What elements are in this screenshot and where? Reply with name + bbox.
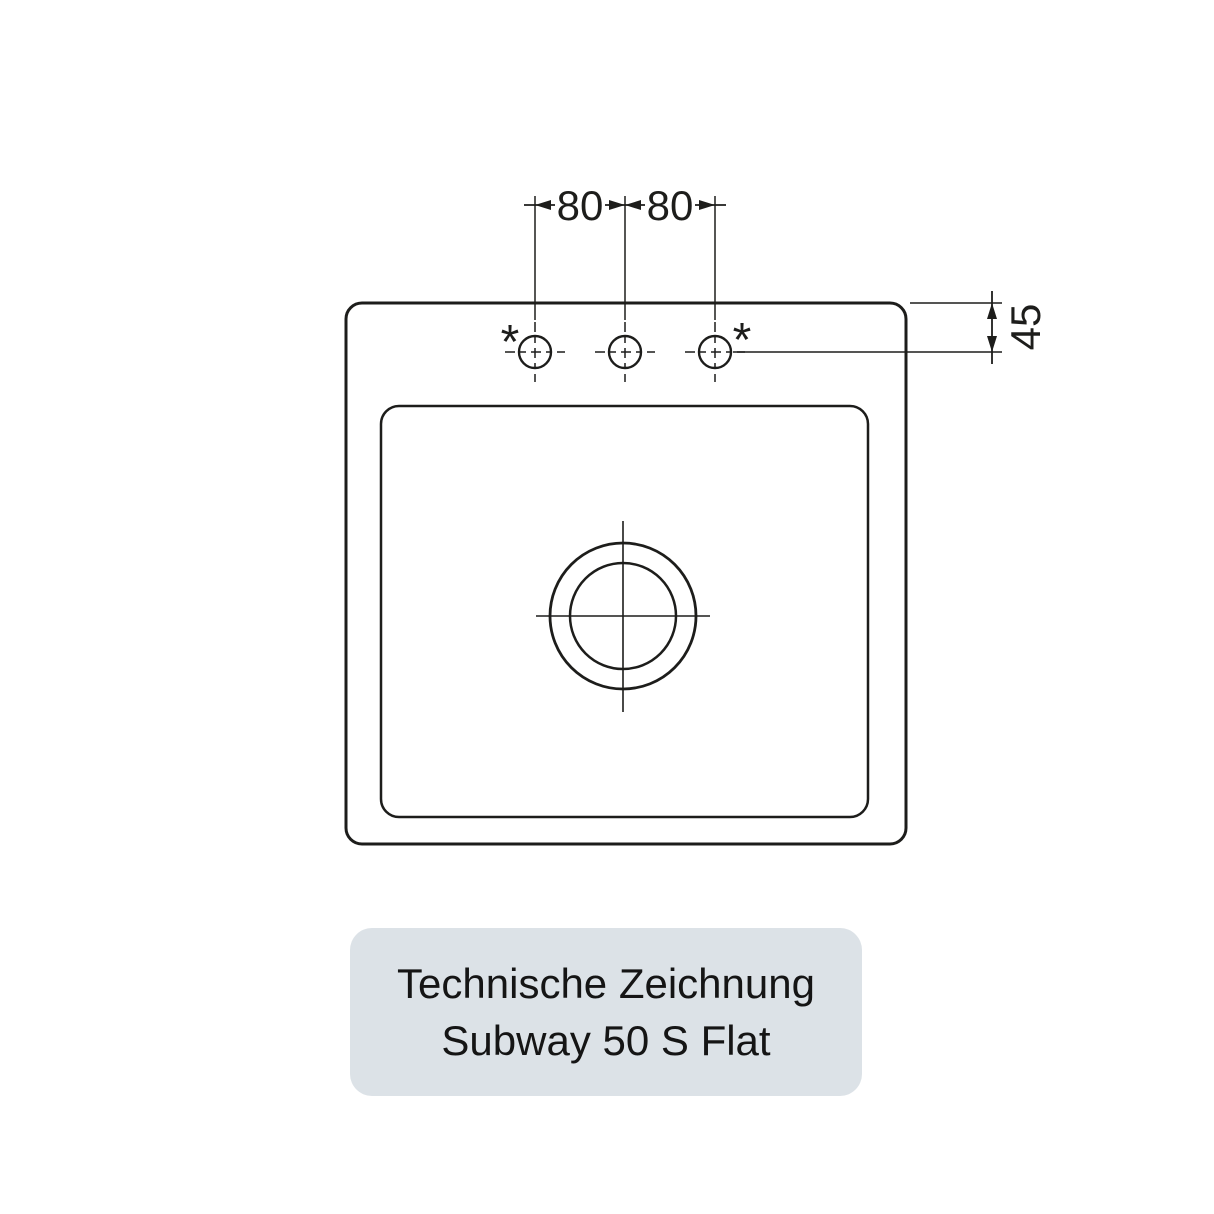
caption-line-1: Technische Zeichnung	[397, 959, 815, 1007]
drawing-caption: Technische Zeichnung Subway 50 S Flat	[350, 928, 862, 1096]
arrowhead-bottom	[987, 336, 997, 352]
sink-body	[344, 301, 908, 846]
faucet-hole-center	[595, 322, 655, 382]
dimension-edge-to-holes: 45	[733, 291, 1049, 364]
asterisk-right-marker: *	[733, 314, 752, 367]
arrowhead-top	[987, 303, 997, 319]
sink-outer-outline	[344, 301, 908, 846]
dim-text-mask-right	[645, 184, 695, 226]
arrowhead-center-left	[609, 200, 625, 210]
dim-45-value: 45	[1002, 304, 1049, 351]
dimension-hole-spacing: 80 80	[524, 182, 726, 320]
arrowhead-center-right	[625, 200, 641, 210]
dim-text-mask-left	[555, 184, 605, 226]
caption-line-2: Subway 50 S Flat	[441, 1017, 771, 1064]
asterisk-left-marker: *	[501, 316, 520, 369]
arrowhead-right-outer	[699, 200, 715, 210]
drain	[536, 521, 710, 712]
dim-80-right-value: 80	[647, 182, 694, 229]
sink-basin-outline	[379, 404, 870, 819]
dim-80-left-value: 80	[557, 182, 604, 229]
faucet-hole-left	[505, 322, 565, 382]
arrowhead-left-outer	[535, 200, 551, 210]
faucet-hole-right	[685, 322, 745, 382]
